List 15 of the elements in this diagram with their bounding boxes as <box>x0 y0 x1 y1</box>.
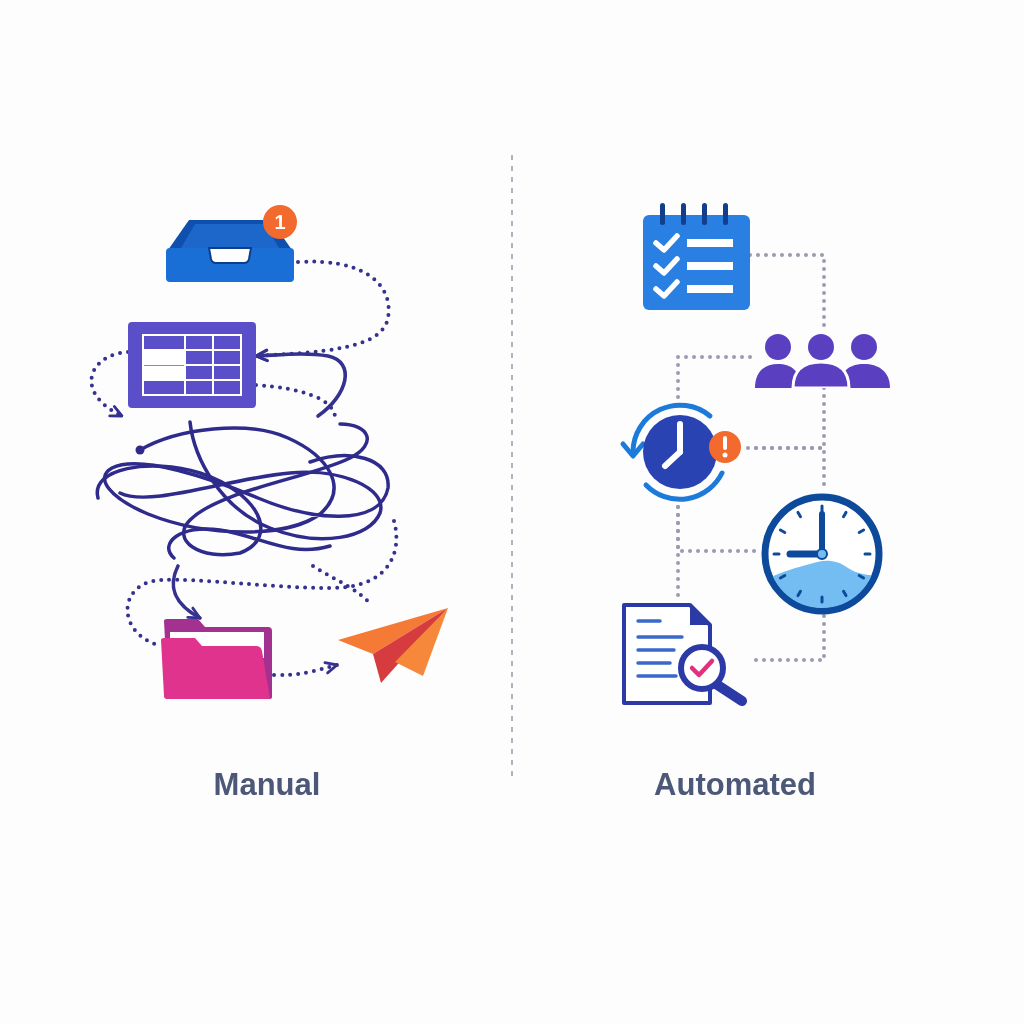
dotted-connector <box>125 519 399 647</box>
column-title: Automated <box>654 767 816 803</box>
column-title: Manual <box>213 767 321 803</box>
dotted-arrow <box>272 661 339 678</box>
clock-icon <box>760 492 884 616</box>
paper-plane-icon <box>337 606 449 684</box>
curved-arrow <box>171 564 202 620</box>
dotted-arrow <box>89 350 130 418</box>
dotted-connector <box>676 355 752 402</box>
curved-arrow <box>254 348 348 418</box>
folder-icon <box>158 618 274 700</box>
spreadsheet-icon <box>128 322 256 408</box>
checklist-icon <box>643 203 750 311</box>
notification-count-badge: 1 <box>263 205 297 239</box>
dotted-connector <box>254 383 337 418</box>
